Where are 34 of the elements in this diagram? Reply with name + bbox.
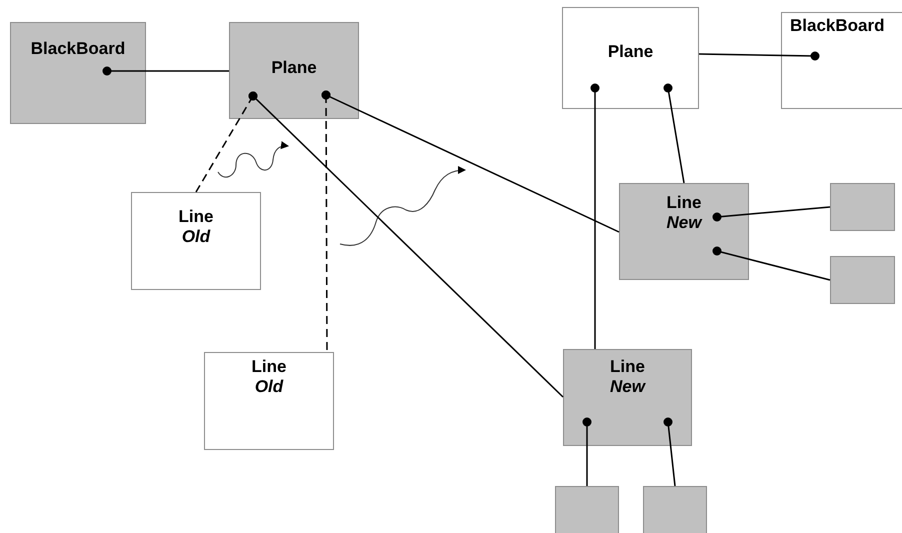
connector bbox=[582, 418, 592, 486]
class-box bbox=[562, 7, 699, 109]
box-title: Line bbox=[666, 193, 702, 213]
class-box bbox=[131, 192, 261, 290]
box-subtitle: Old bbox=[254, 377, 284, 397]
connector bbox=[712, 246, 830, 281]
connector bbox=[664, 418, 676, 486]
connector bbox=[590, 84, 600, 349]
class-box bbox=[10, 22, 146, 124]
empty-box bbox=[555, 486, 619, 533]
box-subtitle: Old bbox=[182, 227, 210, 247]
box-subtitle: New bbox=[666, 213, 702, 233]
connector bbox=[322, 90, 620, 233]
box-title: BlackBoard bbox=[790, 16, 884, 36]
class-box bbox=[781, 12, 902, 109]
box-subtitle: New bbox=[610, 377, 645, 397]
connector bbox=[698, 52, 820, 60]
empty-box bbox=[830, 183, 895, 231]
class-box bbox=[229, 22, 359, 119]
class-box bbox=[619, 183, 749, 280]
empty-box bbox=[643, 486, 707, 533]
connector bbox=[248, 92, 564, 398]
box-title: Line bbox=[178, 207, 214, 227]
class-box bbox=[204, 352, 334, 450]
connector bbox=[712, 206, 830, 222]
connector bbox=[102, 66, 229, 76]
class-box bbox=[563, 349, 692, 446]
box-title: BlackBoard bbox=[30, 39, 126, 59]
box-title: Line bbox=[610, 357, 645, 377]
box-title: Plane bbox=[608, 42, 654, 62]
connector bbox=[664, 84, 685, 184]
empty-box bbox=[830, 256, 895, 304]
box-title: Plane bbox=[271, 58, 317, 78]
box-title: Line bbox=[252, 357, 286, 377]
